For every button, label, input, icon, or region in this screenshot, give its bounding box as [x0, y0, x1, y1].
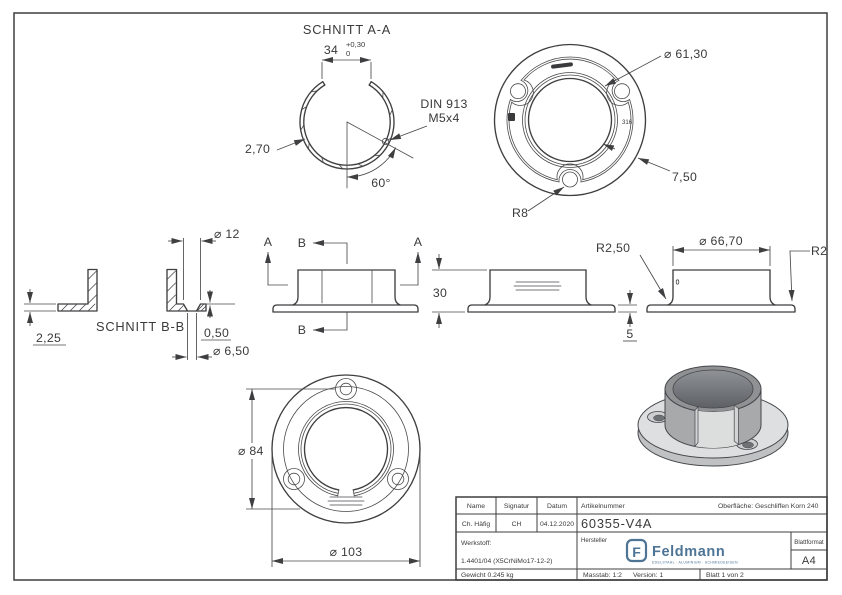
- dim-r8: R8: [512, 206, 528, 220]
- dim-30: 30: [433, 286, 447, 300]
- datum-label: Datum: [547, 503, 567, 510]
- view-3d-render: [637, 365, 789, 467]
- laser-marking-bar: [551, 62, 573, 69]
- werkstoff-value: 1.4401/04 (X5CrNiMo17-12-2): [461, 558, 552, 565]
- dim-84: ⌀ 84: [238, 444, 264, 458]
- gewicht-value: Gewicht 0.245 kg: [461, 572, 514, 579]
- logo-marking: [508, 113, 515, 121]
- flange-outer-circle: [271, 374, 421, 524]
- dim-61-30: ⌀ 61,30: [664, 47, 708, 61]
- dim-12: ⌀ 12: [214, 227, 240, 241]
- din-913-label: DIN 913: [420, 97, 467, 111]
- version-value: Version: 1: [633, 572, 663, 579]
- datum-value: 04.12.2020: [540, 521, 574, 528]
- artikelnummer-value: 60355-V4A: [581, 516, 652, 531]
- view-schnitt-bb: SCHNITT B-B ⌀ 12 2,25 0,50 ⌀ 6,50: [24, 227, 250, 360]
- hersteller-label: Hersteller: [581, 537, 607, 544]
- screw-hole: [614, 83, 630, 100]
- view-side-marked: 5: [467, 269, 637, 342]
- feldmann-logo: F Feldmann EDELSTAHL · ALUMINIUM · SCHMI…: [625, 538, 738, 565]
- marking-edge: [675, 279, 680, 285]
- schnitt-bb-title: SCHNITT B-B: [96, 319, 185, 334]
- screw-hole: [510, 83, 526, 100]
- view-back-face: 316 ⌀ 61,30 7,50 R8: [493, 43, 708, 220]
- feldmann-logo-tagline: EDELSTAHL · ALUMINIUM · SCHMIEDEEISEN: [652, 561, 738, 565]
- blatt-value: Blatt 1 von 2: [706, 572, 744, 579]
- view-elevation: A A B B 30: [264, 235, 487, 337]
- section-label-a: A: [414, 235, 423, 249]
- name-label: Name: [467, 503, 485, 510]
- laser-marking-lines: [513, 281, 562, 291]
- dim-103: ⌀ 103: [330, 545, 363, 559]
- drawing-frame: [13, 12, 828, 581]
- dim-34: 34: [324, 43, 338, 57]
- section-hatch: [60, 270, 207, 312]
- collar-cut-face: [694, 406, 699, 447]
- section-right: [166, 268, 207, 312]
- signatur-value: CH: [512, 521, 522, 528]
- blattformat-label: Blattformat: [794, 539, 824, 546]
- collar-cavity: [672, 369, 754, 409]
- section-label-b: B: [298, 236, 307, 250]
- schnitt-aa-title: SCHNITT A-A: [303, 22, 391, 37]
- set-screw: [381, 137, 390, 146]
- dim-r2: R2: [811, 244, 827, 258]
- collar-cut-face: [733, 404, 739, 445]
- flange-plate: [646, 304, 796, 313]
- name-value: Ch. Häfig: [462, 521, 491, 528]
- dim-66-70: ⌀ 66,70: [699, 234, 743, 248]
- section-left: [57, 268, 98, 312]
- masstab-value: Masstab: 1:2: [583, 572, 622, 579]
- section-label-a: A: [264, 235, 273, 249]
- dim-34-tol-upper: +0,30: [346, 40, 365, 49]
- title-block: Name Signatur Datum Artikelnummer Oberfl…: [455, 496, 828, 581]
- feldmann-logo-f: F: [632, 544, 641, 560]
- screw-hole: [562, 171, 578, 188]
- section-label-b: B: [298, 323, 307, 337]
- view-schnitt-aa: SCHNITT A-A 34 +0,30 0 60° 2,70: [245, 22, 467, 190]
- dim-0-50: 0,50: [204, 326, 229, 340]
- flange-bead-circle: [283, 386, 409, 512]
- flange-plate: [272, 304, 419, 313]
- view-front-face: ⌀ 84 ⌀ 103: [238, 374, 421, 567]
- flange-plate: [467, 304, 616, 313]
- view-side-right: ⌀ 66,70 R2 R2,50: [596, 234, 827, 313]
- werkstoff-label: Werkstoff:: [461, 540, 491, 547]
- dim-60deg: 60°: [371, 176, 391, 190]
- dim-7-50: 7,50: [672, 170, 697, 184]
- dim-2-25: 2,25: [36, 331, 61, 345]
- recess-contour-outer: [506, 56, 634, 183]
- artikelnummer-label: Artikelnummer: [581, 503, 626, 510]
- bore-circle: [527, 77, 613, 163]
- collar-gap: [695, 408, 739, 448]
- feldmann-logo-icon: [625, 538, 648, 563]
- blattformat-value: A4: [802, 555, 816, 567]
- marking-316: 316: [622, 119, 633, 126]
- dim-6-50: ⌀ 6,50: [213, 344, 250, 358]
- collar-bore: [303, 406, 389, 491]
- signatur-label: Signatur: [504, 503, 530, 510]
- countersunk-holes: [283, 378, 409, 490]
- m5x4-label: M5x4: [428, 111, 459, 125]
- dim-2-70: 2,70: [245, 142, 270, 156]
- oberflaeche-value: Oberfläche: Geschliffen Korn 240: [718, 503, 819, 510]
- plate-hole: [647, 411, 669, 423]
- feldmann-logo-text: Feldmann: [652, 544, 725, 560]
- laser-marking-lines: [327, 496, 365, 506]
- dim-5: 5: [626, 327, 633, 341]
- dim-r2-50: R2,50: [596, 241, 630, 255]
- flange-outer-circle: [493, 43, 647, 197]
- dim-34-tol-lower: 0: [346, 49, 350, 58]
